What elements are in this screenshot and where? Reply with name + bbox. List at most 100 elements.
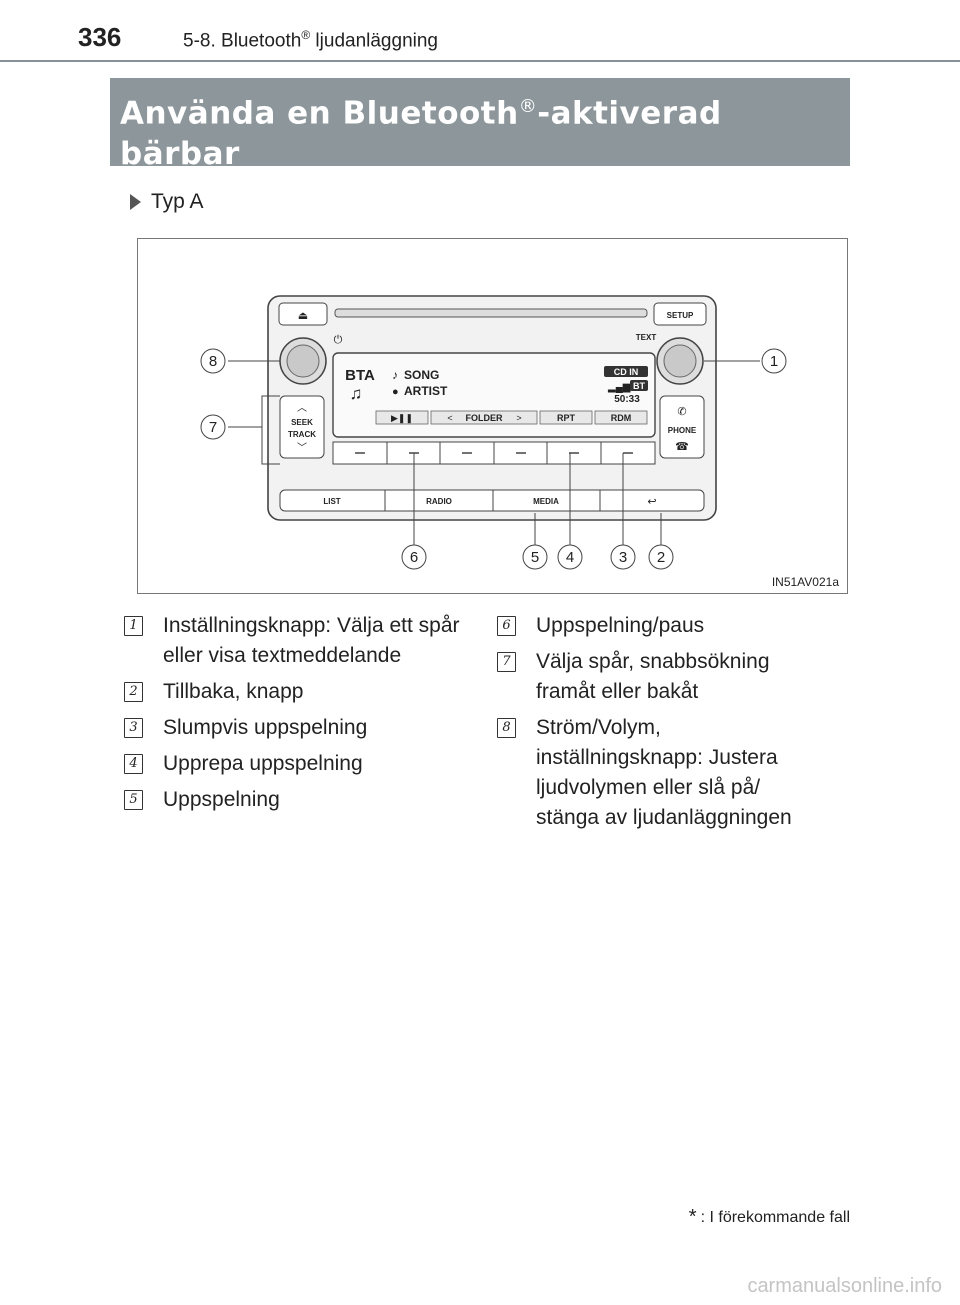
back-icon[interactable]: ↩ — [647, 496, 656, 508]
legend-text: Tillbaka, knapp — [163, 680, 304, 703]
section-title-text2: -aktiverad bärbar — [120, 95, 722, 173]
folder-down-icon: < — [447, 413, 452, 423]
callout-3-circle — [610, 544, 636, 570]
legend-text: Upprepa uppspelning — [163, 752, 363, 775]
chapter-title: 5-8. Bluetooth® ljudanläggning — [183, 28, 438, 52]
phone-hangup-icon: ☎ — [675, 441, 689, 453]
play-pause-icon: ▶❚❚ — [391, 413, 413, 424]
cd-in-badge — [604, 366, 648, 377]
type-label-row: Typ A — [130, 190, 204, 214]
text-label: TEXT — [636, 333, 657, 342]
section-title-line2: spelare* — [120, 175, 840, 223]
footnote: * : I förekommande fall — [689, 1206, 850, 1229]
legend-text: Inställningsknapp: Välja ett spår eller … — [163, 614, 460, 667]
legend-item: 6 Uppspelning/paus — [497, 611, 704, 641]
eject-button[interactable] — [278, 302, 328, 326]
audio-unit-figure: ⏏ SETUP ⏻ TEXT BTA ♫ ♪ SONG ● ARTIST CD … — [137, 238, 848, 594]
rpt-label: RPT — [557, 413, 576, 423]
power-icon: ⏻ — [334, 334, 343, 346]
cd-in-text: CD IN — [614, 367, 639, 377]
callout-3-label: 3 — [619, 549, 627, 566]
display-song: SONG — [404, 368, 439, 382]
seek-label: SEEK — [291, 418, 313, 427]
triangle-bullet-icon — [130, 194, 141, 210]
legend-text: Ström/Volym, inställningsknapp: Justera … — [536, 716, 792, 829]
callout-8-circle — [200, 348, 226, 374]
rdm-label-box — [594, 410, 648, 425]
music-note-icon: ♫ — [350, 384, 363, 403]
track-label: TRACK — [288, 430, 316, 439]
signal-icon: ▂▄▆ — [607, 382, 631, 394]
callout-7-circle — [200, 414, 226, 440]
legend-text: Uppspelning/paus — [536, 614, 705, 637]
callout-6-circle — [401, 544, 427, 570]
watermark: carmanualsonline.info — [747, 1275, 942, 1297]
legend-text: Uppspelning — [163, 788, 280, 811]
legend-number: 2 — [124, 682, 143, 702]
note-icon: ♪ — [392, 368, 398, 382]
phone-pickup-icon: ✆ — [677, 406, 686, 418]
setup-label: SETUP — [667, 311, 694, 320]
section-title-line1: Använda en Bluetooth®-aktiverad bärbar — [120, 86, 840, 175]
legend-item: 3 Slumpvis uppspelning — [124, 713, 367, 743]
header-divider — [0, 60, 960, 62]
asterisk-icon: * — [688, 1206, 697, 1228]
legend-item: 2 Tillbaka, knapp — [124, 677, 303, 707]
figure-code: IN51AV021a — [771, 575, 839, 589]
cd-slot — [334, 308, 648, 318]
legend-number: 5 — [124, 790, 143, 810]
bt-text: BT — [633, 381, 645, 391]
media-button[interactable]: MEDIA — [533, 497, 559, 506]
callout-4-circle — [557, 544, 583, 570]
callout-4-label: 4 — [566, 549, 574, 566]
folder-label: FOLDER — [466, 413, 503, 423]
rpt-label-box — [539, 410, 593, 425]
legend-number: 6 — [497, 616, 516, 636]
list-button[interactable]: LIST — [323, 497, 340, 506]
play-pause-label-box — [375, 410, 429, 425]
callout-1-label: 1 — [770, 353, 778, 370]
chapter-name: 5-8. Bluetooth — [183, 30, 302, 52]
setup-button[interactable] — [653, 302, 707, 326]
bt-badge — [630, 380, 648, 391]
legend-number: 7 — [497, 652, 516, 672]
folder-up-icon: > — [516, 413, 521, 423]
callout-1-circle — [761, 348, 787, 374]
rdm-label: RDM — [611, 413, 632, 423]
section-registered-mark: ® — [518, 96, 538, 117]
person-icon: ● — [392, 386, 399, 398]
callout-2-label: 2 — [657, 549, 665, 566]
legend-item: 5 Uppspelning — [124, 785, 280, 815]
folder-label-box — [430, 410, 538, 425]
legend-number: 4 — [124, 754, 143, 774]
display-source: BTA — [345, 367, 375, 384]
callout-7-bracket — [261, 395, 280, 465]
page-number: 336 — [78, 22, 122, 52]
radio-button[interactable]: RADIO — [426, 497, 452, 506]
legend-number: 3 — [124, 718, 143, 738]
callout-8-label: 8 — [209, 353, 217, 370]
tune-select-knob-inner — [663, 344, 697, 378]
legend-text: Slumpvis uppspelning — [163, 716, 368, 739]
callout-5-circle — [522, 544, 548, 570]
section-title-text3: spelare — [120, 184, 254, 221]
callout-2-circle — [648, 544, 674, 570]
audio-unit-illustration: ⏏ SETUP ⏻ TEXT BTA ♫ ♪ SONG ● ARTIST CD … — [200, 295, 787, 570]
legend-text: Välja spår, snabbsökning framåt eller ba… — [536, 650, 770, 703]
section-title-text: Använda en Bluetooth — [120, 95, 519, 132]
legend-number: 8 — [497, 718, 516, 738]
phone-label: PHONE — [668, 426, 697, 435]
type-label: Typ A — [151, 190, 204, 213]
chevron-down-icon: ﹀ — [297, 442, 307, 454]
display-time: 50:33 — [614, 394, 640, 405]
phone-button[interactable] — [659, 395, 705, 459]
callout-5-label: 5 — [531, 549, 539, 566]
footnote-text: : I förekommande fall — [700, 1208, 850, 1226]
chapter-suffix: ljudanläggning — [310, 30, 438, 52]
seek-track-button[interactable] — [279, 395, 325, 459]
registered-mark: ® — [301, 28, 311, 42]
legend-item: 8 Ström/Volym, inställningsknapp: Juster… — [497, 713, 792, 833]
legend-item: 4 Upprepa uppspelning — [124, 749, 363, 779]
section-title-banner: Använda en Bluetooth®-aktiverad bärbar s… — [110, 78, 850, 221]
bottom-button-row — [279, 489, 705, 512]
